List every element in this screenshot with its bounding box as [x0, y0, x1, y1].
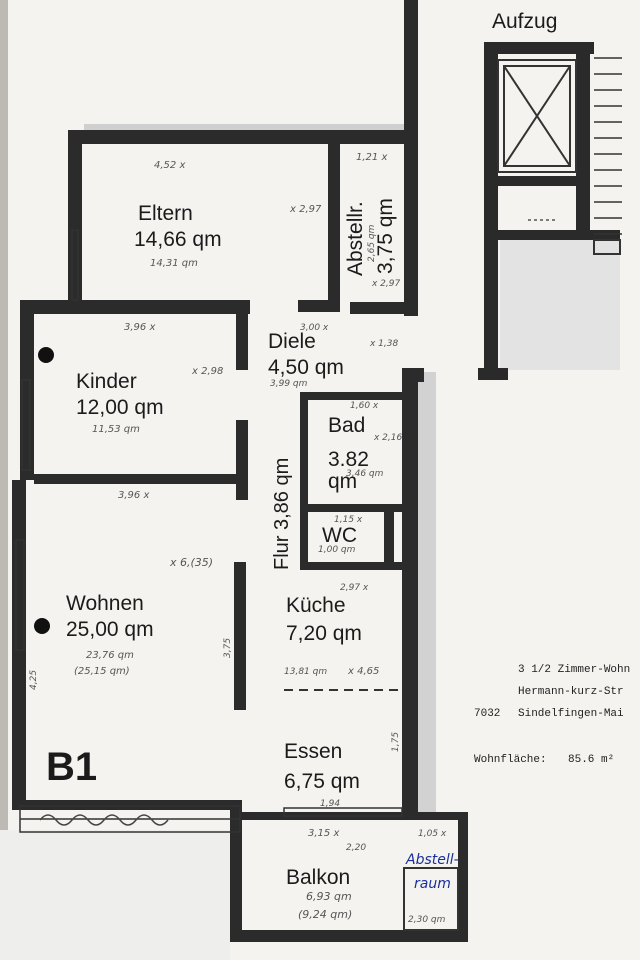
info-line1: 3 1/2 Zimmer-Wohn: [518, 664, 630, 676]
info-area-value: 85.6 m²: [568, 754, 614, 766]
elevator-core: [478, 42, 622, 380]
abstellraum-box: [403, 867, 459, 931]
balkon-name: Balkon: [286, 866, 350, 889]
bad-unit: qm: [328, 470, 357, 493]
eltern-area: 14,66 qm: [134, 228, 222, 251]
diele-dim-bot: 3,99 qm: [270, 379, 308, 389]
elevator-label: Aufzug: [492, 10, 557, 33]
balkon-note: 6,93 qm: [306, 890, 352, 903]
eltern-note: 14,31 qm: [150, 258, 198, 269]
balkon-dim-top: 3,15 x: [308, 828, 339, 839]
kueche-dim-side: x 4,65: [347, 666, 379, 677]
walls: [12, 0, 468, 942]
diele-name: Diele: [268, 330, 316, 353]
essen-dim-side: 1,75: [391, 732, 401, 752]
wohnen-note: 23,76 qm: [86, 650, 134, 661]
wohnen-dim-right: 3,75: [223, 638, 233, 658]
diele-area: 4,50 qm: [268, 356, 344, 379]
kinder-name: Kinder: [76, 370, 137, 393]
bad-note: 3,46 qm: [346, 469, 384, 479]
info-line3: Sindelfingen-Mai: [518, 708, 624, 720]
bad-area: 3.82: [328, 448, 369, 471]
wohnen-note2: (25,15 qm): [74, 666, 130, 677]
kinder-area: 12,00 qm: [76, 396, 164, 419]
hatched-band-core: [500, 240, 620, 370]
eltern-name: Eltern: [138, 202, 193, 225]
wohnen-name: Wohnen: [66, 592, 144, 615]
wc-note: 1,00 qm: [318, 545, 356, 555]
rail-scribble: [39, 814, 169, 826]
balkon-dim-mid: 2,20: [346, 843, 366, 853]
abstellr-dim-bot: x 2,97: [371, 279, 401, 289]
info-line2: Hermann-kurz-Str: [518, 686, 624, 698]
flur-name: Flur 3,86 qm: [271, 458, 293, 570]
essen-name: Essen: [284, 740, 342, 763]
eltern-dim-side: x 2,97: [289, 204, 322, 215]
wohnen-dim-left: 4,25: [29, 670, 39, 690]
windows: [15, 229, 403, 833]
info-postcode: 7032: [474, 708, 500, 720]
unit-label: B1: [46, 745, 97, 789]
paper-shadow: [0, 830, 230, 960]
diele-dim-side: x 1,38: [369, 339, 399, 349]
abstellr-dim-mid: 2,65 qm: [367, 224, 377, 262]
kinder-dim-top: 3,96 x: [124, 322, 155, 333]
outlet-dot-kinder: [38, 347, 54, 363]
kinder-note: 11,53 qm: [92, 424, 140, 435]
balkon-note2: (9,24 qm): [298, 908, 352, 921]
wohnen-dim-side: x 6,(35): [169, 556, 213, 569]
outlet-dot-wohnen: [34, 618, 50, 634]
wohnen-dim-top: 3,96 x: [118, 490, 149, 501]
info-area-label: Wohnfläche:: [474, 754, 547, 766]
kueche-dim-top: 2,97 x: [340, 583, 369, 593]
kueche-note: 13,81 qm: [284, 667, 327, 677]
bad-dim-side: x 2,16: [373, 433, 403, 443]
essen-area: 6,75 qm: [284, 770, 360, 793]
essen-dim-bot: 1,94: [320, 799, 340, 809]
abstellraum-name-1: Abstell-: [405, 852, 459, 868]
bad-dim-top: 1,60 x: [350, 401, 379, 411]
kueche-area: 7,20 qm: [286, 622, 362, 645]
diele-dim-top: 3,00 x: [300, 323, 329, 333]
abstellr-name: Abstellr.: [344, 201, 367, 276]
wohnen-area: 25,00 qm: [66, 618, 154, 641]
bad-name: Bad: [328, 414, 365, 437]
kueche-name: Küche: [286, 594, 346, 617]
abstellraum-dim-bot: 2,30 qm: [408, 915, 446, 925]
abstellr-area: 3,75 qm: [374, 198, 397, 274]
wc-dim-top: 1,15 x: [334, 515, 363, 525]
kinder-dim-side: x 2,98: [191, 366, 223, 377]
eltern-dim-top: 4,52 x: [154, 160, 185, 171]
wc-name: WC: [322, 524, 357, 547]
abstellr-dim-top: 1,21 x: [356, 152, 387, 163]
abstellraum-name-2: raum: [414, 876, 451, 892]
hatched-band-right: [414, 372, 436, 812]
abstellraum-dim-top: 1,05 x: [418, 829, 447, 839]
